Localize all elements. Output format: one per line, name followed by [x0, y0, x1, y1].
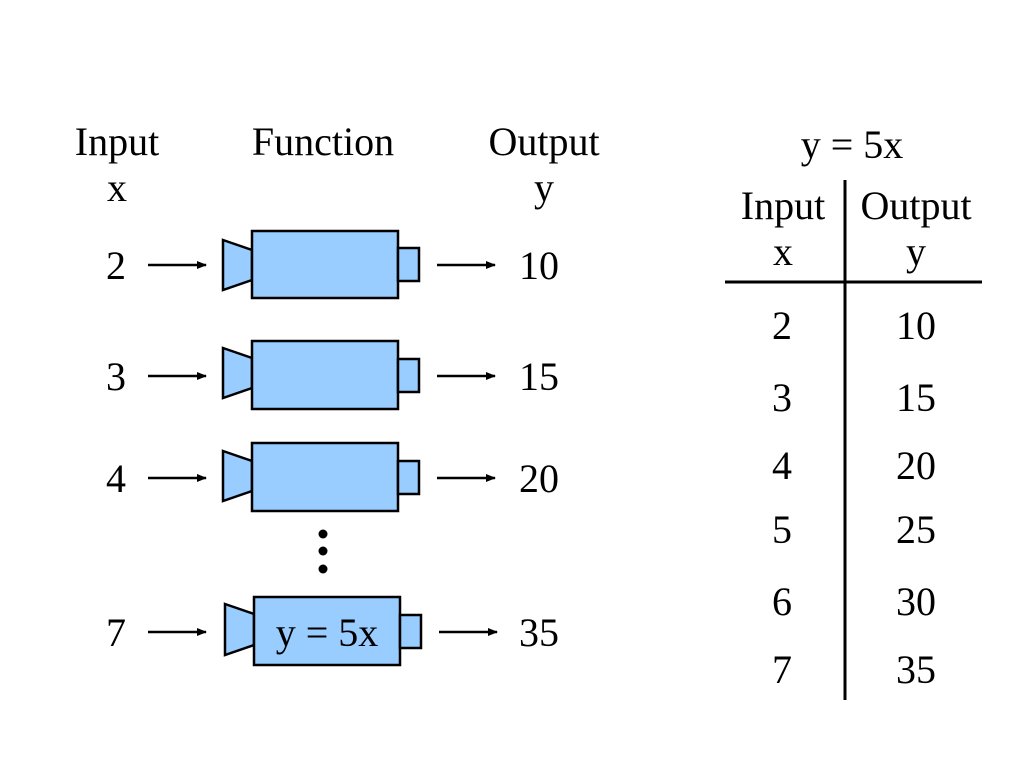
- machine-body: [252, 595, 402, 667]
- machine-row: [148, 339, 496, 411]
- machine-body: [250, 441, 400, 513]
- table-cell-y: 30: [896, 579, 936, 624]
- row-input-value: 7: [106, 610, 126, 655]
- table-cell-y: 10: [896, 303, 936, 348]
- machine-spout: [396, 357, 421, 394]
- table-input-header-var: x: [773, 229, 793, 274]
- row-input-value: 2: [106, 243, 126, 288]
- table-cell-x: 2: [772, 303, 792, 348]
- table-title: y = 5x: [800, 122, 904, 167]
- table-cell-y: 15: [896, 375, 936, 420]
- table-cell-y: 20: [896, 443, 936, 488]
- output-header-var: y: [534, 165, 554, 210]
- table-cell-x: 3: [772, 375, 792, 420]
- table-cell-x: 4: [772, 443, 792, 488]
- table-cell-y: 35: [896, 647, 936, 692]
- machine-body: [250, 229, 400, 300]
- function-header-label: Function: [251, 119, 395, 164]
- input-header-label: Input: [74, 119, 160, 164]
- table-output-header-label: Output: [860, 183, 972, 228]
- table-cell-x: 6: [772, 579, 792, 624]
- machine-spout: [396, 459, 421, 496]
- table-cell-x: 7: [772, 647, 792, 692]
- table-cell-x: 5: [772, 507, 792, 552]
- table-output-header-var: y: [906, 229, 926, 274]
- row-input-value: 3: [106, 354, 126, 399]
- table-cell-y: 25: [896, 507, 936, 552]
- machine-row: [148, 595, 498, 667]
- input-header-var: x: [107, 165, 127, 210]
- machine-row: [148, 441, 496, 513]
- row-input-value: 4: [106, 456, 126, 501]
- machine-row: [148, 229, 496, 300]
- row-output-value: 20: [519, 456, 559, 501]
- table-input-header-label: Input: [740, 183, 826, 228]
- output-header-label: Output: [488, 119, 600, 164]
- row-output-value: 35: [519, 610, 559, 655]
- row-output-value: 15: [519, 354, 559, 399]
- machine-rule-text: y = 5x: [275, 610, 379, 655]
- ellipsis-dots: [318, 529, 328, 574]
- machine-body: [250, 339, 400, 411]
- machine-spout: [396, 246, 421, 283]
- machine-spout: [398, 613, 423, 650]
- row-output-value: 10: [519, 243, 559, 288]
